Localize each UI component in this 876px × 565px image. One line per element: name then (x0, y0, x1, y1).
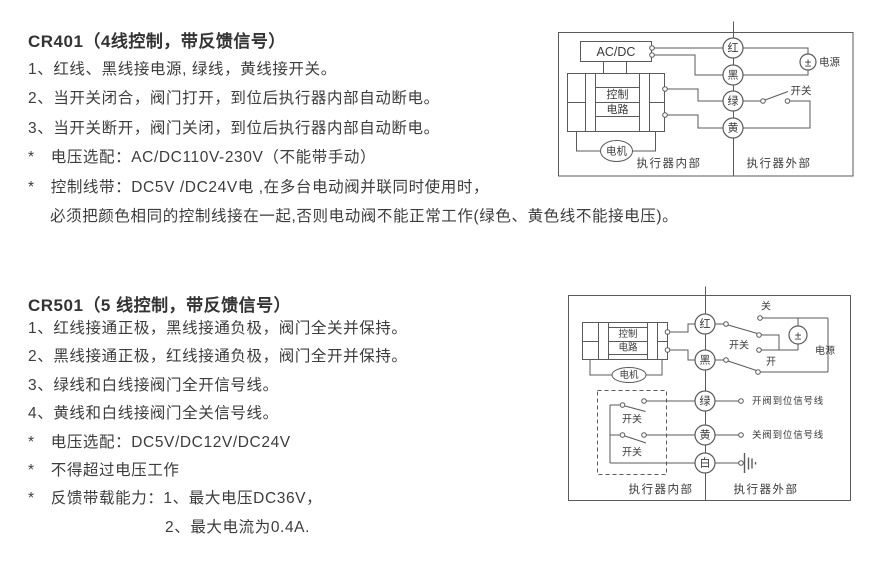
cr401-terminals (649, 45, 791, 118)
limit-switch-dashed-box (597, 390, 667, 475)
limit-switch2-label: 开关 (622, 446, 642, 459)
power-label: 电源 (819, 56, 840, 69)
white-wire-circle (694, 452, 716, 474)
acdc-label: AC/DC (597, 45, 636, 59)
cr501-line-2: 2、黑线接通正极，红线接通负极，阀门全开并保持。 (28, 348, 408, 366)
cr501-wiring-diagram: 控制 电路 电机 红 黑 绿 黄 白 ± 电源 关 开关 开 开关 开关 开阀到… (568, 286, 851, 501)
cr501-note-feedback-cont: 2、最大电流为0.4A. (165, 518, 311, 536)
acdc-connector (603, 61, 627, 74)
power-polarity-symbol: ± (795, 329, 802, 343)
ground-battery-symbol (743, 453, 757, 473)
cr501-wire-label-circles (694, 313, 808, 474)
cr401-note-voltage: * 电压选配：AC/DC110V-230V（不能带手动） (28, 149, 377, 167)
green-wire-circle (694, 390, 716, 412)
cr501-diagram-texts: 控制 电路 电机 红 黑 绿 黄 白 ± 电源 关 开关 开 开关 开关 开阀到… (618, 300, 835, 497)
control-label-2: 电路 (618, 342, 638, 354)
control-label-1: 控制 (618, 328, 637, 340)
cr401-line-2: 2、当开关闭合，阀门打开，到位后执行器内部自动断电。 (28, 90, 440, 108)
cr401-section-title: CR401（4线控制，带反馈信号） (28, 32, 286, 51)
control-label-1: 控制 (607, 87, 629, 101)
white-wire-label: 白 (700, 456, 711, 470)
changeover-switch-label: 开关 (729, 339, 749, 352)
limit-switch2-blade (624, 435, 647, 444)
black-wire-label: 黑 (728, 69, 739, 82)
cr401-wiring-lines (654, 47, 811, 129)
cr501-wiring-lines (609, 317, 829, 464)
black-switch-blade (727, 360, 757, 371)
yellow-wire-circle (722, 117, 744, 139)
cr501-line-4: 4、黄线和白线接阀门全关信号线。 (28, 405, 279, 423)
close-position-label: 关 (761, 300, 771, 313)
red-wire-circle (722, 37, 744, 59)
red-switch-blade (727, 324, 758, 334)
limit-switch1-blade (624, 405, 646, 412)
outside-label: 执行器外部 (747, 156, 812, 170)
cr501-note-limit: * 不得超过电压工作 (28, 461, 180, 479)
motor-label: 电机 (619, 369, 639, 381)
cr501-note-feedback: * 反馈带载能力：1、最大电压DC36V， (28, 490, 323, 508)
open-position-label: 开 (766, 357, 776, 368)
power-polarity-circle (799, 53, 817, 71)
black-wire-circle (694, 349, 716, 371)
cr501-line-1: 1、红线接通正极，黑线接通负极，阀门全关并保持。 (28, 320, 408, 337)
cr501-instructions: 1、红线接通正极，黑线接通负极，阀门全关并保持。 2、黑线接通正极，红线接通负极… (28, 315, 408, 542)
red-wire-circle (694, 313, 716, 335)
cr401-wiring-diagram: AC/DC 控制 电路 电机 红 黑 绿 黄 ± 电源 开关 执行器内部 执行器… (558, 21, 854, 177)
green-wire-label: 绿 (728, 94, 739, 108)
yellow-wire-label: 黄 (728, 121, 739, 135)
power-polarity-symbol: ± (805, 56, 812, 70)
yellow-wire-label: 黄 (700, 428, 711, 442)
cr401-diagram-texts: AC/DC 控制 电路 电机 红 黑 绿 黄 ± 电源 开关 执行器内部 执行器… (597, 42, 841, 171)
cr501-section-title: CR501（5 线控制，带反馈信号） (28, 296, 292, 315)
cr401-note-control-cont: 必须把颜色相同的控制线接在一起,否则电动阀不能正常工作(绿色、黄色线不能接电压)… (50, 207, 679, 225)
cr401-actuator-shapes (567, 41, 665, 162)
control-label-2: 电路 (607, 103, 629, 116)
red-wire-label: 红 (700, 318, 711, 331)
inside-label: 执行器内部 (629, 482, 694, 496)
green-wire-circle (722, 90, 744, 112)
motor-oval (600, 140, 633, 162)
red-wire-label: 红 (728, 42, 739, 55)
motor-label: 电机 (606, 145, 627, 158)
cr401-wire-label-circles (722, 37, 817, 139)
switch-label: 开关 (791, 84, 812, 97)
cr401-instructions: 1、红线、黑线接电源, 绿线，黄线接开关。 2、当开关闭合，阀门打开，到位后执行… (28, 55, 678, 231)
outside-label: 执行器外部 (734, 482, 799, 496)
cr501-line-3: 3、绿线和白线接阀门全开信号线。 (28, 376, 279, 394)
cr501-note-voltage: * 电压选配：DC5V/DC12V/DC24V (28, 433, 291, 451)
open-signal-label: 开阀到位信号线 (752, 395, 824, 407)
cr401-line-1: 1、红线、黑线接电源, 绿线，黄线接开关。 (28, 61, 337, 78)
cr401-note-control: * 控制线带：DC5V /DC24V电 ,在多台电动阀并联同时使用时， (28, 178, 490, 196)
motor-oval (611, 367, 647, 383)
black-wire-label: 黑 (700, 354, 711, 367)
switch-blade (764, 91, 789, 101)
yellow-wire-circle (694, 424, 716, 446)
green-wire-label: 绿 (700, 394, 711, 408)
black-wire-circle (722, 64, 744, 86)
cr401-line-3: 3、当开关断开，阀门关闭，到位后执行器内部自动断电。 (28, 119, 440, 137)
cr501-terminals (619, 315, 763, 466)
power-polarity-circle (788, 325, 808, 345)
cr501-actuator-shapes (582, 322, 668, 475)
close-signal-label: 关阀到位信号线 (752, 429, 824, 441)
inside-label: 执行器内部 (637, 156, 702, 170)
power-label: 电源 (815, 344, 835, 357)
limit-switch1-label: 开关 (622, 413, 642, 426)
